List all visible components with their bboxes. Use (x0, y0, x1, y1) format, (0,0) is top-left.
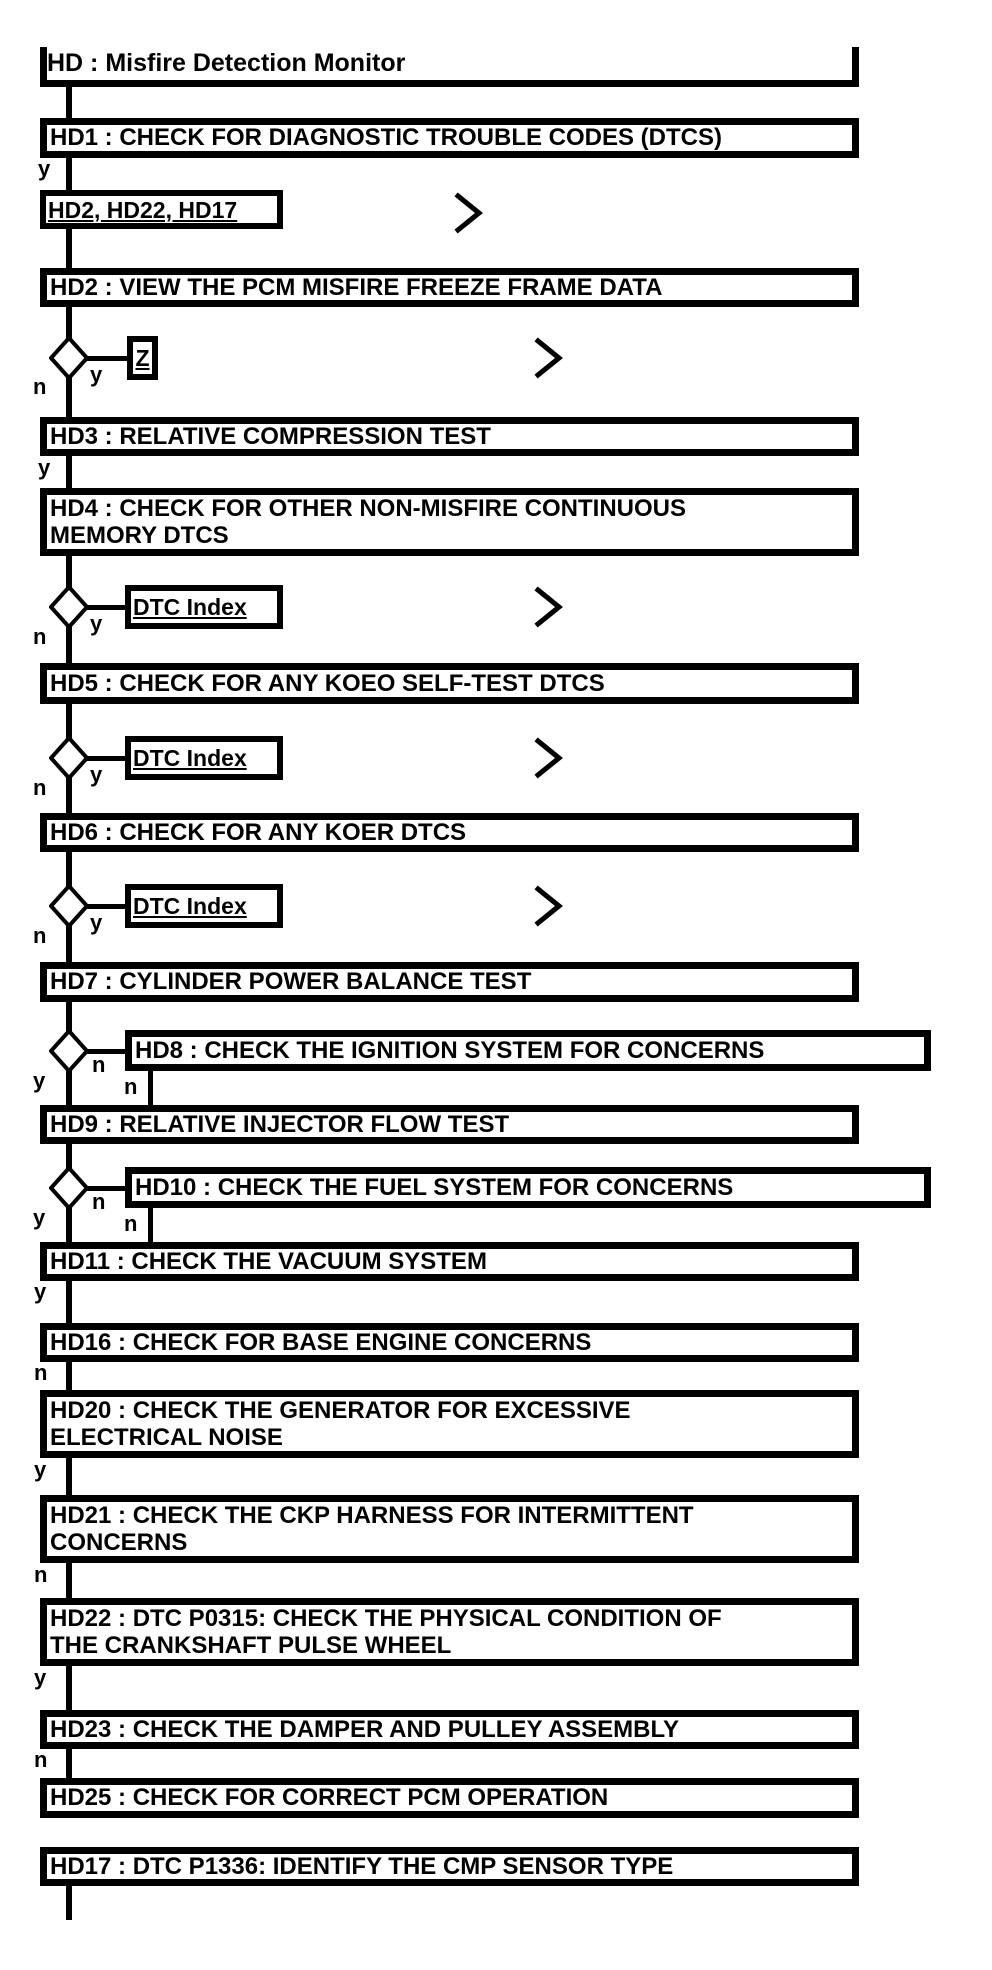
connector-hd8 (66, 1049, 127, 1054)
decision-diamond-freeze-frame (49, 336, 89, 380)
edge-label-no: n (33, 775, 47, 800)
jump-chevron-icon[interactable] (450, 187, 486, 239)
edge-label-no: n (92, 1189, 106, 1214)
decision-diamond-koer-dtcs (49, 884, 89, 928)
edge-label-no: n (34, 1360, 48, 1385)
step-hd20: HD20 : CHECK THE GENERATOR FOR EXCESSIVE… (40, 1390, 859, 1458)
decision-diamond-koeo-dtcs (49, 736, 89, 780)
step-hd11: HD11 : CHECK THE VACUUM SYSTEM (40, 1242, 859, 1281)
step-hd8: HD8 : CHECK THE IGNITION SYSTEM FOR CONC… (125, 1030, 931, 1071)
edge-label-no: n (33, 923, 47, 948)
main-flow-line (66, 87, 72, 1816)
edge-label-yes: y (34, 1457, 47, 1482)
connector-dtc1 (66, 605, 127, 610)
edge-label-yes: y (90, 910, 103, 935)
step-hd22: HD22 : DTC P0315: CHECK THE PHYSICAL CON… (40, 1598, 859, 1666)
edge-label-yes: y (90, 611, 103, 636)
header-underline (40, 80, 859, 87)
connector-z (66, 356, 127, 361)
edge-label-no: n (33, 374, 47, 399)
edge-label-no: n (34, 1747, 48, 1772)
step-hd9: HD9 : RELATIVE INJECTOR FLOW TEST (40, 1105, 859, 1144)
step-hd7: HD7 : CYLINDER POWER BALANCE TEST (40, 962, 859, 1002)
edge-label-yes: y (34, 1279, 47, 1304)
jump-chevron-icon[interactable] (530, 880, 566, 932)
link-hd2-hd22-hd17[interactable]: HD2, HD22, HD17 (40, 190, 283, 229)
step-hd21: HD21 : CHECK THE CKP HARNESS FOR INTERMI… (40, 1495, 859, 1563)
edge-label-no: n (124, 1211, 138, 1236)
step-hd3: HD3 : RELATIVE COMPRESSION TEST (40, 417, 859, 456)
edge-label-no: n (124, 1074, 138, 1099)
decision-diamond-power-balance (49, 1029, 89, 1073)
drop-line-hd10 (148, 1208, 153, 1242)
jump-chevron-icon[interactable] (530, 732, 566, 784)
jump-chevron-icon[interactable] (530, 581, 566, 633)
connector-dtc2 (66, 756, 127, 761)
edge-label-no: n (34, 1562, 48, 1587)
header-tick-right (852, 47, 859, 87)
step-hd17: HD17 : DTC P1336: IDENTIFY THE CMP SENSO… (40, 1847, 859, 1886)
step-hd5: HD5 : CHECK FOR ANY KOEO SELF-TEST DTCS (40, 663, 859, 704)
page-title: HD : Misfire Detection Monitor (47, 49, 406, 77)
drop-line-hd8 (148, 1071, 153, 1105)
edge-label-yes: y (33, 1068, 46, 1093)
step-hd10: HD10 : CHECK THE FUEL SYSTEM FOR CONCERN… (125, 1167, 931, 1208)
decision-diamond-continuous-dtcs (49, 585, 89, 629)
jump-chevron-icon[interactable] (530, 332, 566, 384)
edge-label-yes: y (90, 362, 103, 387)
step-hd25: HD25 : CHECK FOR CORRECT PCM OPERATION (40, 1778, 859, 1818)
link-dtc-index[interactable]: DTC Index (125, 585, 283, 629)
step-hd16: HD16 : CHECK FOR BASE ENGINE CONCERNS (40, 1323, 859, 1362)
edge-label-no: n (33, 624, 47, 649)
edge-label-yes: y (33, 1205, 46, 1230)
step-hd23: HD23 : CHECK THE DAMPER AND PULLEY ASSEM… (40, 1710, 859, 1749)
link-z[interactable]: Z (127, 336, 158, 380)
step-hd6: HD6 : CHECK FOR ANY KOER DTCS (40, 813, 859, 852)
edge-label-no: n (92, 1052, 106, 1077)
decision-diamond-injector-flow (49, 1166, 89, 1210)
connector-hd10 (66, 1186, 127, 1191)
edge-label-yes: y (38, 455, 51, 480)
edge-label-yes: y (34, 1665, 47, 1690)
step-hd2: HD2 : VIEW THE PCM MISFIRE FREEZE FRAME … (40, 268, 859, 307)
header-tick-left (40, 47, 47, 87)
step-hd1: HD1 : CHECK FOR DIAGNOSTIC TROUBLE CODES… (40, 118, 859, 158)
link-dtc-index[interactable]: DTC Index (125, 884, 283, 928)
connector-dtc3 (66, 904, 127, 909)
step-hd4: HD4 : CHECK FOR OTHER NON-MISFIRE CONTIN… (40, 488, 859, 556)
edge-label-yes: y (90, 762, 103, 787)
edge-label-yes: y (38, 156, 51, 181)
link-dtc-index[interactable]: DTC Index (125, 736, 283, 780)
